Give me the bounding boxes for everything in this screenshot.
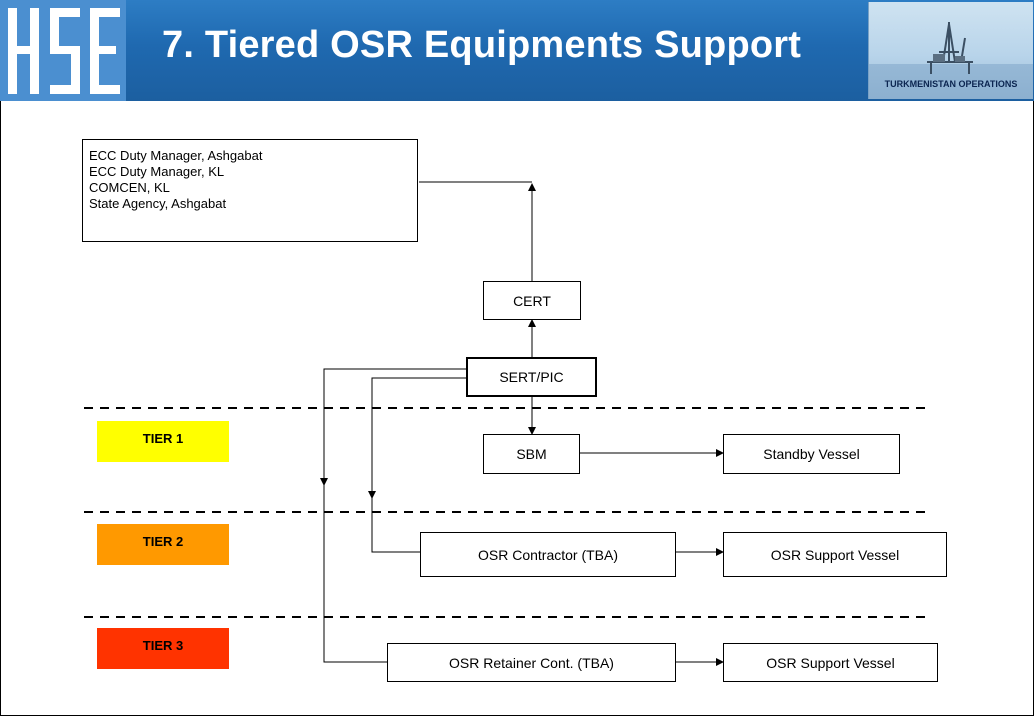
- node-sbm: SBM: [483, 434, 580, 474]
- slide-header: 7. Tiered OSR Equipments Support TURKMEN…: [0, 0, 1034, 101]
- tier-2-badge: TIER 2: [97, 524, 229, 565]
- node-cert: CERT: [483, 281, 581, 320]
- rig-graphic: [869, 22, 1033, 99]
- node-sert-pic: SERT/PIC: [466, 357, 597, 397]
- node-osr-support-vessel-2: OSR Support Vessel: [723, 643, 938, 682]
- connector-sert-to-contractor: [368, 377, 466, 499]
- node-osr-contractor: OSR Contractor (TBA): [420, 532, 676, 577]
- connector-sert-to-retainer: [320, 368, 466, 486]
- hse-logo: [0, 0, 126, 101]
- tier-3-badge: TIER 3: [97, 628, 229, 669]
- offshore-rig-image: TURKMENISTAN OPERATIONS: [868, 2, 1033, 99]
- contacts-box: ECC Duty Manager, Ashgabat ECC Duty Mana…: [82, 139, 418, 242]
- node-osr-support-vessel-1: OSR Support Vessel: [723, 532, 947, 577]
- turkmenistan-operations-label: TURKMENISTAN OPERATIONS: [884, 79, 1018, 89]
- node-osr-retainer: OSR Retainer Cont. (TBA): [387, 643, 676, 682]
- tier-1-badge: TIER 1: [97, 421, 229, 462]
- contact-line: ECC Duty Manager, Ashgabat: [89, 148, 263, 163]
- contact-line: ECC Duty Manager, KL: [89, 164, 225, 179]
- slide-title: 7. Tiered OSR Equipments Support: [162, 24, 802, 66]
- connector-retainer-entry: [323, 485, 387, 663]
- tier-separators: [84, 407, 932, 618]
- contact-line: State Agency, Ashgabat: [89, 196, 227, 211]
- connector-contractor-entry: [371, 498, 420, 553]
- hse-logo-graphic: [8, 8, 120, 94]
- node-standby-vessel: Standby Vessel: [723, 434, 900, 474]
- contact-line: COMCEN, KL: [89, 180, 170, 195]
